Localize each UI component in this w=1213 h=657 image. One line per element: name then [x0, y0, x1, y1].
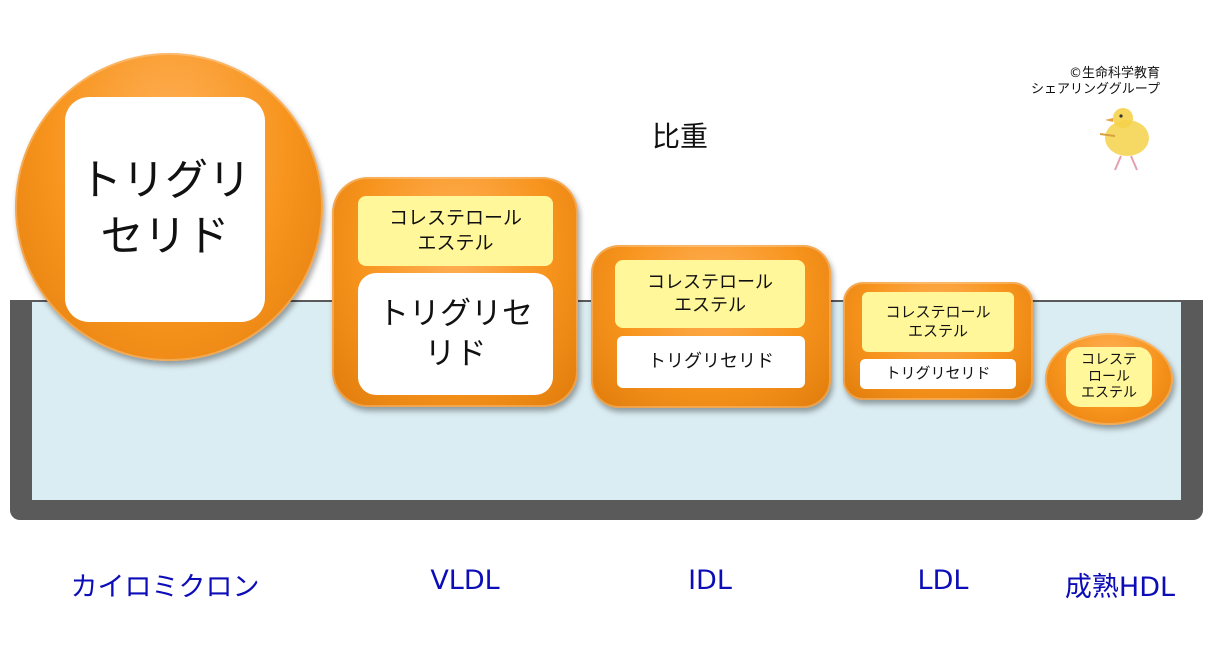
- ldl-cholesterol-ester: コレステロール エステル: [862, 292, 1014, 352]
- hdl-cholesterol-ester: コレステ ロール エステル: [1066, 347, 1152, 407]
- label-ldl: LDL: [917, 565, 969, 596]
- label-chylomicron: カイロミクロン: [70, 572, 260, 603]
- label-vldl: VLDL: [430, 565, 500, 596]
- vldl-cholesterol-ester: コレステロール エステル: [358, 196, 553, 266]
- credit-line1: ©生命科学教育: [1068, 66, 1160, 81]
- specific-gravity-title: 比重: [651, 120, 708, 153]
- copyright-credit: ©生命科学教育 シェアリンググループ: [985, 66, 1160, 99]
- label-mature-hdl: 成熟HDL: [1064, 572, 1176, 603]
- label-idl: IDL: [688, 565, 732, 596]
- chick-illustration-icon: [1099, 108, 1149, 171]
- credit-line2: シェアリンググループ: [1031, 82, 1160, 98]
- ldl-triglyceride: トリグリセリド: [860, 359, 1016, 389]
- chylomicron-triglyceride: トリグリ セリド: [65, 97, 265, 322]
- idl-cholesterol-ester: コレステロール エステル: [615, 260, 805, 328]
- vldl-triglyceride: トリグリセ リド: [358, 273, 553, 395]
- idl-triglyceride: トリグリセリド: [617, 336, 805, 388]
